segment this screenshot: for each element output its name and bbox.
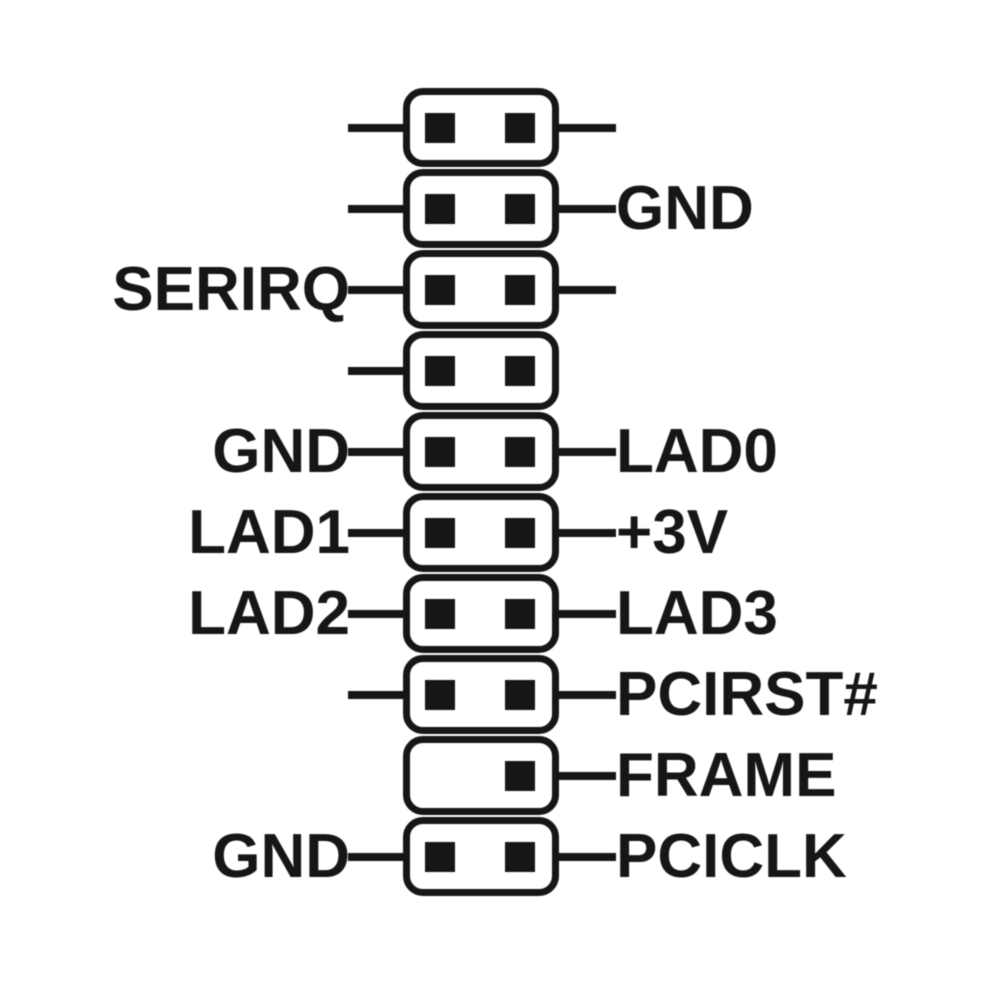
pin-square-right bbox=[505, 193, 535, 224]
pin-label-left: SERIRQ bbox=[112, 255, 350, 324]
leader-line-right bbox=[554, 529, 616, 537]
pin-label-right: LAD0 bbox=[616, 417, 778, 486]
connector-body bbox=[403, 331, 559, 410]
connector-body bbox=[403, 169, 559, 248]
pin-square-left bbox=[425, 598, 455, 629]
pin-label-left bbox=[0, 331, 350, 411]
pin-row-4 bbox=[0, 331, 1001, 411]
pin-row-1 bbox=[0, 88, 1001, 168]
pin-label-left: LAD1 bbox=[188, 498, 350, 567]
pin-row-6: LAD1 +3V bbox=[0, 493, 1001, 573]
pin-row-2: GND bbox=[0, 169, 1001, 249]
pin-label-left: LAD2 bbox=[188, 579, 350, 648]
leader-line-left bbox=[348, 286, 408, 294]
pin-square-right bbox=[505, 112, 535, 143]
leader-line-right bbox=[554, 691, 616, 699]
pin-square-right bbox=[505, 355, 535, 386]
pin-square-left bbox=[425, 517, 455, 548]
pin-label-left bbox=[0, 88, 350, 168]
leader-line-left bbox=[348, 448, 408, 456]
pin-square-left bbox=[425, 841, 455, 872]
leader-line-right bbox=[554, 610, 616, 618]
leader-line-right bbox=[554, 853, 616, 861]
pin-label-left: GND bbox=[212, 822, 350, 891]
pin-row-10: GND PCICLK bbox=[0, 817, 1001, 897]
pin-label-right: FRAME bbox=[616, 741, 837, 810]
connector-body bbox=[403, 817, 559, 896]
leader-line-right bbox=[554, 205, 616, 213]
connector-body bbox=[403, 574, 559, 653]
pin-label-left bbox=[0, 169, 350, 249]
leader-line-right bbox=[554, 448, 616, 456]
pin-label-left bbox=[0, 736, 350, 816]
pin-label-right: +3V bbox=[616, 498, 729, 567]
pin-square-left bbox=[425, 193, 455, 224]
leader-line-left bbox=[348, 610, 408, 618]
pin-label-right: LAD3 bbox=[616, 579, 778, 648]
leader-line-right bbox=[554, 772, 616, 780]
pin-square-right bbox=[505, 517, 535, 548]
leader-line-left bbox=[348, 691, 408, 699]
pin-square-right bbox=[505, 598, 535, 629]
connector-body bbox=[403, 736, 559, 815]
pin-square-right bbox=[505, 436, 535, 467]
pin-label-right: PCIRST# bbox=[616, 660, 878, 729]
pin-square-left bbox=[425, 112, 455, 143]
leader-line-left bbox=[348, 367, 408, 375]
connector-body bbox=[403, 493, 559, 572]
pin-row-7: LAD2 LAD3 bbox=[0, 574, 1001, 654]
leader-line-left bbox=[348, 853, 408, 861]
connector-body bbox=[403, 412, 559, 491]
pin-square-right bbox=[505, 760, 535, 791]
pin-square-left bbox=[425, 355, 455, 386]
pin-square-left bbox=[425, 679, 455, 710]
leader-line-left bbox=[348, 529, 408, 537]
leader-line-left bbox=[348, 205, 408, 213]
pin-row-8: PCIRST# bbox=[0, 655, 1001, 735]
pin-label-left: GND bbox=[212, 417, 350, 486]
pin-label-right: PCICLK bbox=[616, 822, 847, 891]
pin-label-right: GND bbox=[616, 174, 754, 243]
pin-square-left bbox=[425, 436, 455, 467]
pin-row-5: GND LAD0 bbox=[0, 412, 1001, 492]
pin-square-right bbox=[505, 679, 535, 710]
pin-label-left bbox=[0, 655, 350, 735]
connector-body bbox=[403, 88, 559, 167]
pin-square-right bbox=[505, 841, 535, 872]
leader-line-right bbox=[554, 286, 616, 294]
pin-row-3: SERIRQ bbox=[0, 250, 1001, 330]
leader-line-left bbox=[348, 124, 408, 132]
connector-body bbox=[403, 655, 559, 734]
pin-square-right bbox=[505, 274, 535, 305]
leader-line-right bbox=[554, 124, 616, 132]
pin-row-9: FRAME bbox=[0, 736, 1001, 816]
pin-square-left bbox=[425, 274, 455, 305]
connector-body bbox=[403, 250, 559, 329]
